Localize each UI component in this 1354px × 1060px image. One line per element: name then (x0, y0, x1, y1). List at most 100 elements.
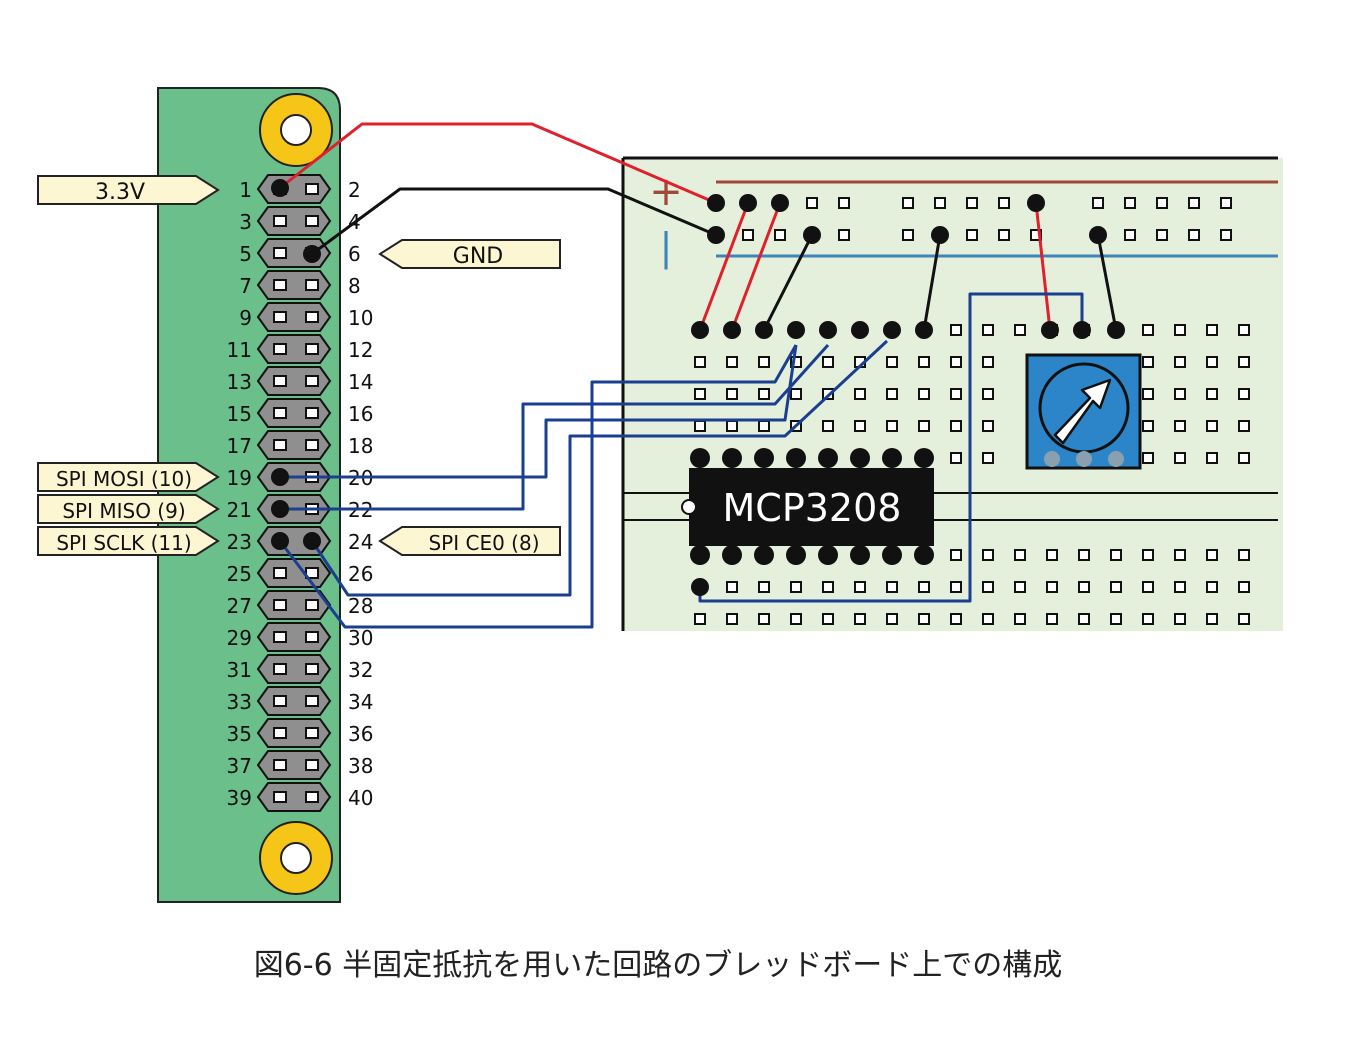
breadboard-hole (790, 613, 802, 625)
wires (278, 122, 1118, 629)
breadboard-hole (1206, 356, 1218, 368)
breadboard-hole (1206, 388, 1218, 400)
header-pin (273, 631, 287, 643)
header-pin (273, 727, 287, 739)
wire-end-dot (1107, 321, 1125, 339)
label-spi-mosi-text: SPI MOSI (10) (56, 467, 192, 491)
wire-end-dot (739, 194, 757, 212)
breadboard-hole (854, 420, 866, 432)
breadboard-hole (1078, 549, 1090, 561)
pin-number-even: 12 (348, 338, 373, 362)
breadboard-hole (1174, 388, 1186, 400)
breadboard-hole (886, 388, 898, 400)
breadboard-hole (1142, 324, 1154, 336)
breadboard-hole (1156, 197, 1168, 209)
header-pin (305, 791, 319, 803)
header-pin (273, 247, 287, 259)
header-row (256, 718, 332, 748)
breadboard-hole (774, 229, 786, 241)
pin-number-even: 28 (348, 594, 373, 618)
breadboard-hole (1174, 613, 1186, 625)
header-pin (305, 759, 319, 771)
pin-number-even: 16 (348, 402, 373, 426)
pin-number-odd: 19 (227, 466, 252, 490)
breadboard-hole (822, 581, 834, 593)
breadboard-hole (998, 229, 1010, 241)
header-pin (305, 375, 319, 387)
header-pin (305, 279, 319, 291)
pin-number-even: 32 (348, 658, 373, 682)
label-gnd-text: GND (453, 244, 503, 269)
header-pin (305, 407, 319, 419)
pin-number-even: 30 (348, 626, 373, 650)
breadboard-hole (1142, 581, 1154, 593)
label-3v3-text: 3.3V (95, 180, 145, 205)
pin-number-even: 38 (348, 754, 373, 778)
breadboard-hole (934, 197, 946, 209)
breadboard-hole (854, 581, 866, 593)
wire-dgnd (922, 234, 942, 331)
header-row (256, 206, 332, 236)
pin-number-odd: 31 (227, 658, 252, 682)
chip-pin-bottom (754, 545, 774, 565)
header-pin (305, 727, 319, 739)
pin-number-even: 2 (348, 178, 361, 202)
wire-end-dot (707, 194, 725, 212)
breadboard-hole (1142, 452, 1154, 464)
wire-mosi (280, 344, 798, 479)
pin-number-even: 8 (348, 274, 361, 298)
label-spi-mosi: SPI MOSI (10) (37, 462, 220, 492)
chip-pin-top (754, 448, 774, 468)
breadboard-hole (1174, 324, 1186, 336)
chip-pin-bottom (722, 545, 742, 565)
wire-end-dot (271, 468, 289, 486)
wire-end-dot (303, 245, 321, 263)
breadboard-hole (982, 613, 994, 625)
breadboard-hole (1188, 229, 1200, 241)
wire-end-dot (1073, 321, 1091, 339)
label-spi-miso-text: SPI MISO (9) (62, 499, 185, 523)
trimmer-arrow-icon (1053, 378, 1112, 445)
wire-miso (280, 343, 830, 511)
breadboard-hole (1142, 356, 1154, 368)
wire-agnd (762, 234, 814, 331)
breadboard-hole (854, 388, 866, 400)
breadboard-hole (806, 197, 818, 209)
breadboard-hole (758, 388, 770, 400)
wire-end-dot (1089, 226, 1107, 244)
header-row (256, 174, 332, 204)
breadboard-hole (790, 581, 802, 593)
breadboard-hole (1014, 549, 1026, 561)
breadboard-hole (1110, 613, 1122, 625)
breadboard-hole (854, 613, 866, 625)
breadboard-hole (1014, 324, 1026, 336)
wire-pot-wiper (698, 292, 1084, 603)
header-pin (305, 599, 319, 611)
breadboard-hole (758, 581, 770, 593)
wire-end-dot (915, 321, 933, 339)
pin-number-even: 6 (348, 242, 361, 266)
wire-end-dot (271, 532, 289, 550)
pin-number-even: 24 (348, 530, 373, 554)
header-pin (305, 631, 319, 643)
pin-number-odd: 3 (239, 210, 252, 234)
wire-end-dot (771, 194, 789, 212)
trimmer-potentiometer (1025, 353, 1142, 470)
breadboard-hole (1220, 229, 1232, 241)
header-pin (273, 695, 287, 707)
mcp3208-chip: MCP3208 (681, 468, 934, 546)
wire-gnd (311, 187, 717, 256)
header-pin (273, 791, 287, 803)
wire-end-dot (303, 532, 321, 550)
breadboard-hole (1078, 613, 1090, 625)
header-pin (305, 695, 319, 707)
breadboard-hole (1110, 549, 1122, 561)
wire-ce0 (310, 339, 889, 597)
breadboard-hole (998, 197, 1010, 209)
breadboard-hole (758, 420, 770, 432)
breadboard-hole (886, 581, 898, 593)
breadboard-hole (1014, 613, 1026, 625)
breadboard-hole (982, 581, 994, 593)
